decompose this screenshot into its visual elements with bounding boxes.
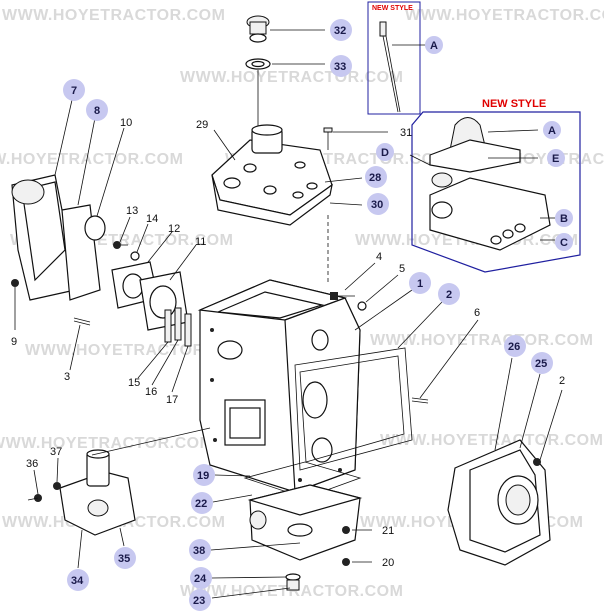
label-14: 14 <box>146 213 158 225</box>
svg-text:25: 25 <box>535 358 547 370</box>
label-29: 29 <box>196 119 208 131</box>
callout-35: 35 <box>114 547 136 569</box>
svg-text:8: 8 <box>94 105 100 117</box>
label-20: 20 <box>382 557 394 569</box>
svg-text:7: 7 <box>71 85 77 97</box>
label-10: 10 <box>120 117 132 129</box>
svg-text:33: 33 <box>334 61 346 73</box>
svg-text:38: 38 <box>193 545 205 557</box>
callout-26: 26 <box>504 335 526 357</box>
label-12: 12 <box>168 223 180 235</box>
callout-8: 8 <box>86 99 108 121</box>
callout-34: 34 <box>67 569 89 591</box>
side-gasket-1 <box>294 347 413 471</box>
label-31: 31 <box>400 127 412 139</box>
callout-2a: 2 <box>438 283 460 305</box>
stud-6 <box>411 319 479 404</box>
stud-3 <box>69 317 91 371</box>
watermark-text: WWW.HOYETRACTOR.COM <box>0 435 213 452</box>
callout-7: 7 <box>63 79 85 101</box>
label-13: 13 <box>126 205 138 217</box>
svg-text:24: 24 <box>194 573 207 585</box>
svg-text:A: A <box>548 125 556 137</box>
label-4: 4 <box>376 251 382 263</box>
watermark-text: WWW.HOYETRACTOR.COM <box>0 151 183 168</box>
callout-22: 22 <box>191 492 213 514</box>
callout-24: 24 <box>190 567 212 589</box>
label-5: 5 <box>399 263 405 275</box>
callout-23: 23 <box>189 589 211 611</box>
callout-28: 28 <box>365 166 387 188</box>
label-36: 36 <box>26 458 38 470</box>
svg-text:2: 2 <box>446 289 452 301</box>
watermark-text: WWW.HOYETRACTOR.COM <box>25 342 248 359</box>
svg-text:32: 32 <box>334 25 346 37</box>
callout-25: 25 <box>531 352 553 374</box>
new-style-dipstick-box: NEW STYLE A <box>367 1 443 115</box>
watermark-text: WWW.HOYETRACTOR.COM <box>180 583 403 600</box>
svg-text:28: 28 <box>369 172 381 184</box>
top-cover <box>211 124 333 226</box>
oil-pan <box>243 461 363 591</box>
callout-1: 1 <box>409 272 431 294</box>
callout-38: 38 <box>189 539 211 561</box>
watermark-text: WWW.HOYETRACTOR.COM <box>180 69 403 86</box>
callout-32: 32 <box>330 19 352 41</box>
svg-text:30: 30 <box>371 199 383 211</box>
svg-text:NEW STYLE: NEW STYLE <box>482 98 546 110</box>
watermark-text: WWW.HOYETRACTOR.COM <box>2 7 225 24</box>
label-11: 11 <box>195 236 206 248</box>
callout-30: 30 <box>367 193 389 215</box>
svg-text:A: A <box>430 40 438 52</box>
callout-19: 19 <box>193 464 215 486</box>
label-3: 3 <box>64 371 70 383</box>
pto-cover <box>27 449 136 536</box>
bolt-4 <box>330 262 376 300</box>
washer-5 <box>357 274 399 311</box>
svg-text:E: E <box>552 153 559 165</box>
label-9: 9 <box>11 336 17 348</box>
side-cover <box>11 174 106 301</box>
seal-ring <box>245 58 271 70</box>
svg-text:23: 23 <box>193 595 205 607</box>
label-2b: 2 <box>559 375 565 387</box>
new-style-cover-box: NEW STYLE A E D B C <box>376 98 581 273</box>
svg-text:19: 19 <box>197 470 209 482</box>
svg-text:C: C <box>560 237 568 249</box>
small-bolts <box>113 241 140 261</box>
label-37: 37 <box>50 446 62 458</box>
transmission-case <box>197 279 361 493</box>
svg-text:35: 35 <box>118 553 130 565</box>
filler-cap <box>246 15 270 43</box>
label-15: 15 <box>128 377 140 389</box>
svg-text:B: B <box>560 213 568 225</box>
svg-text:NEW STYLE: NEW STYLE <box>372 5 413 12</box>
label-6: 6 <box>474 307 480 319</box>
svg-text:34: 34 <box>71 575 84 587</box>
watermark-text: WWW.HOYETRACTOR.COM <box>405 7 604 24</box>
svg-text:D: D <box>381 147 389 159</box>
watermark-text: WWW.HOYETRACTOR.COM <box>370 332 593 349</box>
svg-text:22: 22 <box>195 498 207 510</box>
callout-33: 33 <box>330 55 352 77</box>
label-17: 17 <box>166 394 178 406</box>
bolt-31 <box>323 127 388 150</box>
svg-text:1: 1 <box>417 278 423 290</box>
rear-housing <box>447 439 551 566</box>
label-21: 21 <box>382 525 394 537</box>
svg-text:26: 26 <box>508 341 520 353</box>
label-16: 16 <box>145 386 157 398</box>
watermark-text: WWW.HOYETRACTOR.COM <box>380 432 603 449</box>
